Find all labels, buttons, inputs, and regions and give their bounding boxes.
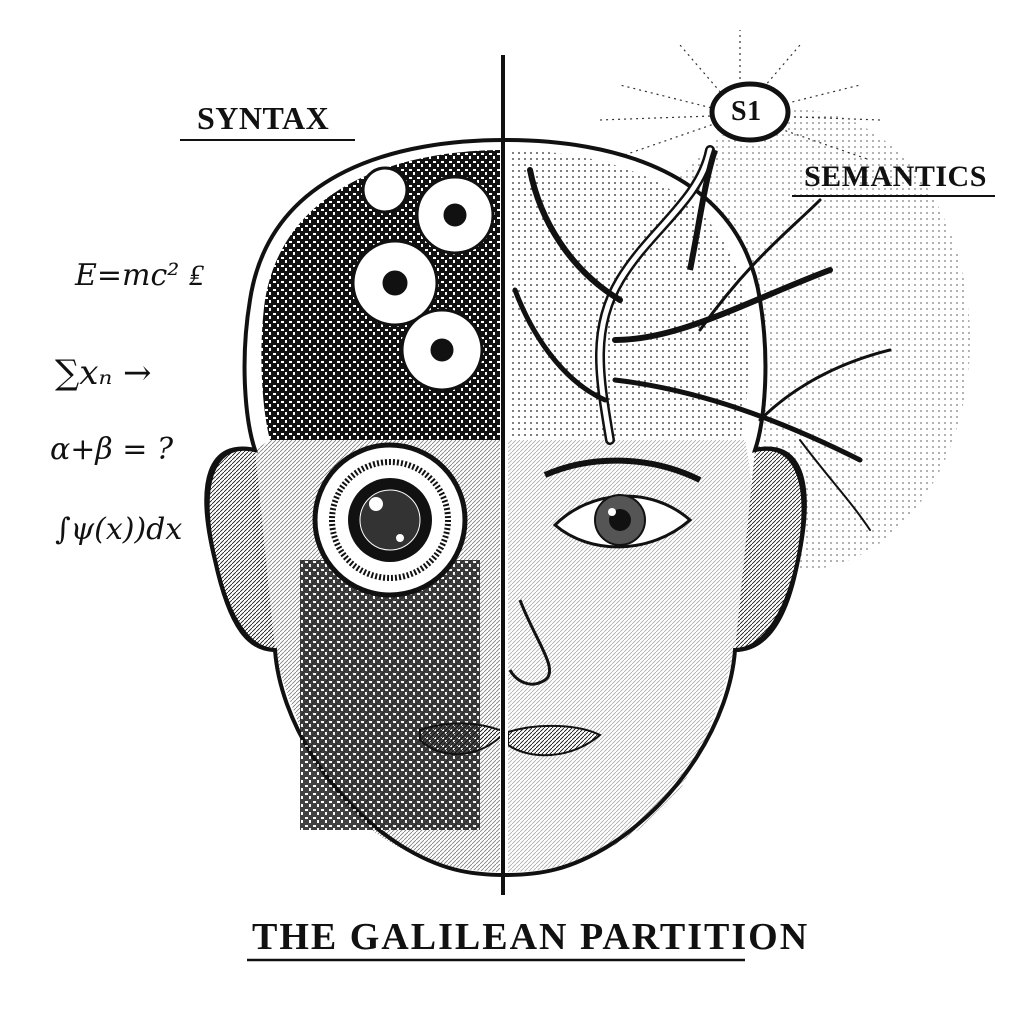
- s1-badge: S1: [731, 96, 762, 127]
- circuit-face: [300, 560, 480, 830]
- left-ear: [205, 446, 276, 652]
- right-ear: [734, 446, 806, 652]
- semantics-label: SEMANTICS: [804, 160, 987, 193]
- neural-tree-branches: [512, 145, 892, 531]
- organic-brain: [508, 150, 749, 440]
- syntax-label: SYNTAX: [197, 100, 330, 136]
- s1-badge-ring: [709, 81, 791, 143]
- equation-sum: ∑xₙ →: [55, 353, 152, 393]
- human-eye: [543, 457, 702, 549]
- camera-lens-eye: [312, 442, 468, 598]
- gear-icon: [351, 166, 495, 392]
- equation-integral: ∫ψ(x))dx: [55, 512, 183, 547]
- illustration-title: THE GALILEAN PARTITION: [252, 916, 810, 958]
- equation-emc2: E=mc² ₤: [75, 258, 204, 293]
- equation-alpha-beta: α+β = ?: [50, 432, 174, 467]
- badge-stem: [687, 149, 718, 271]
